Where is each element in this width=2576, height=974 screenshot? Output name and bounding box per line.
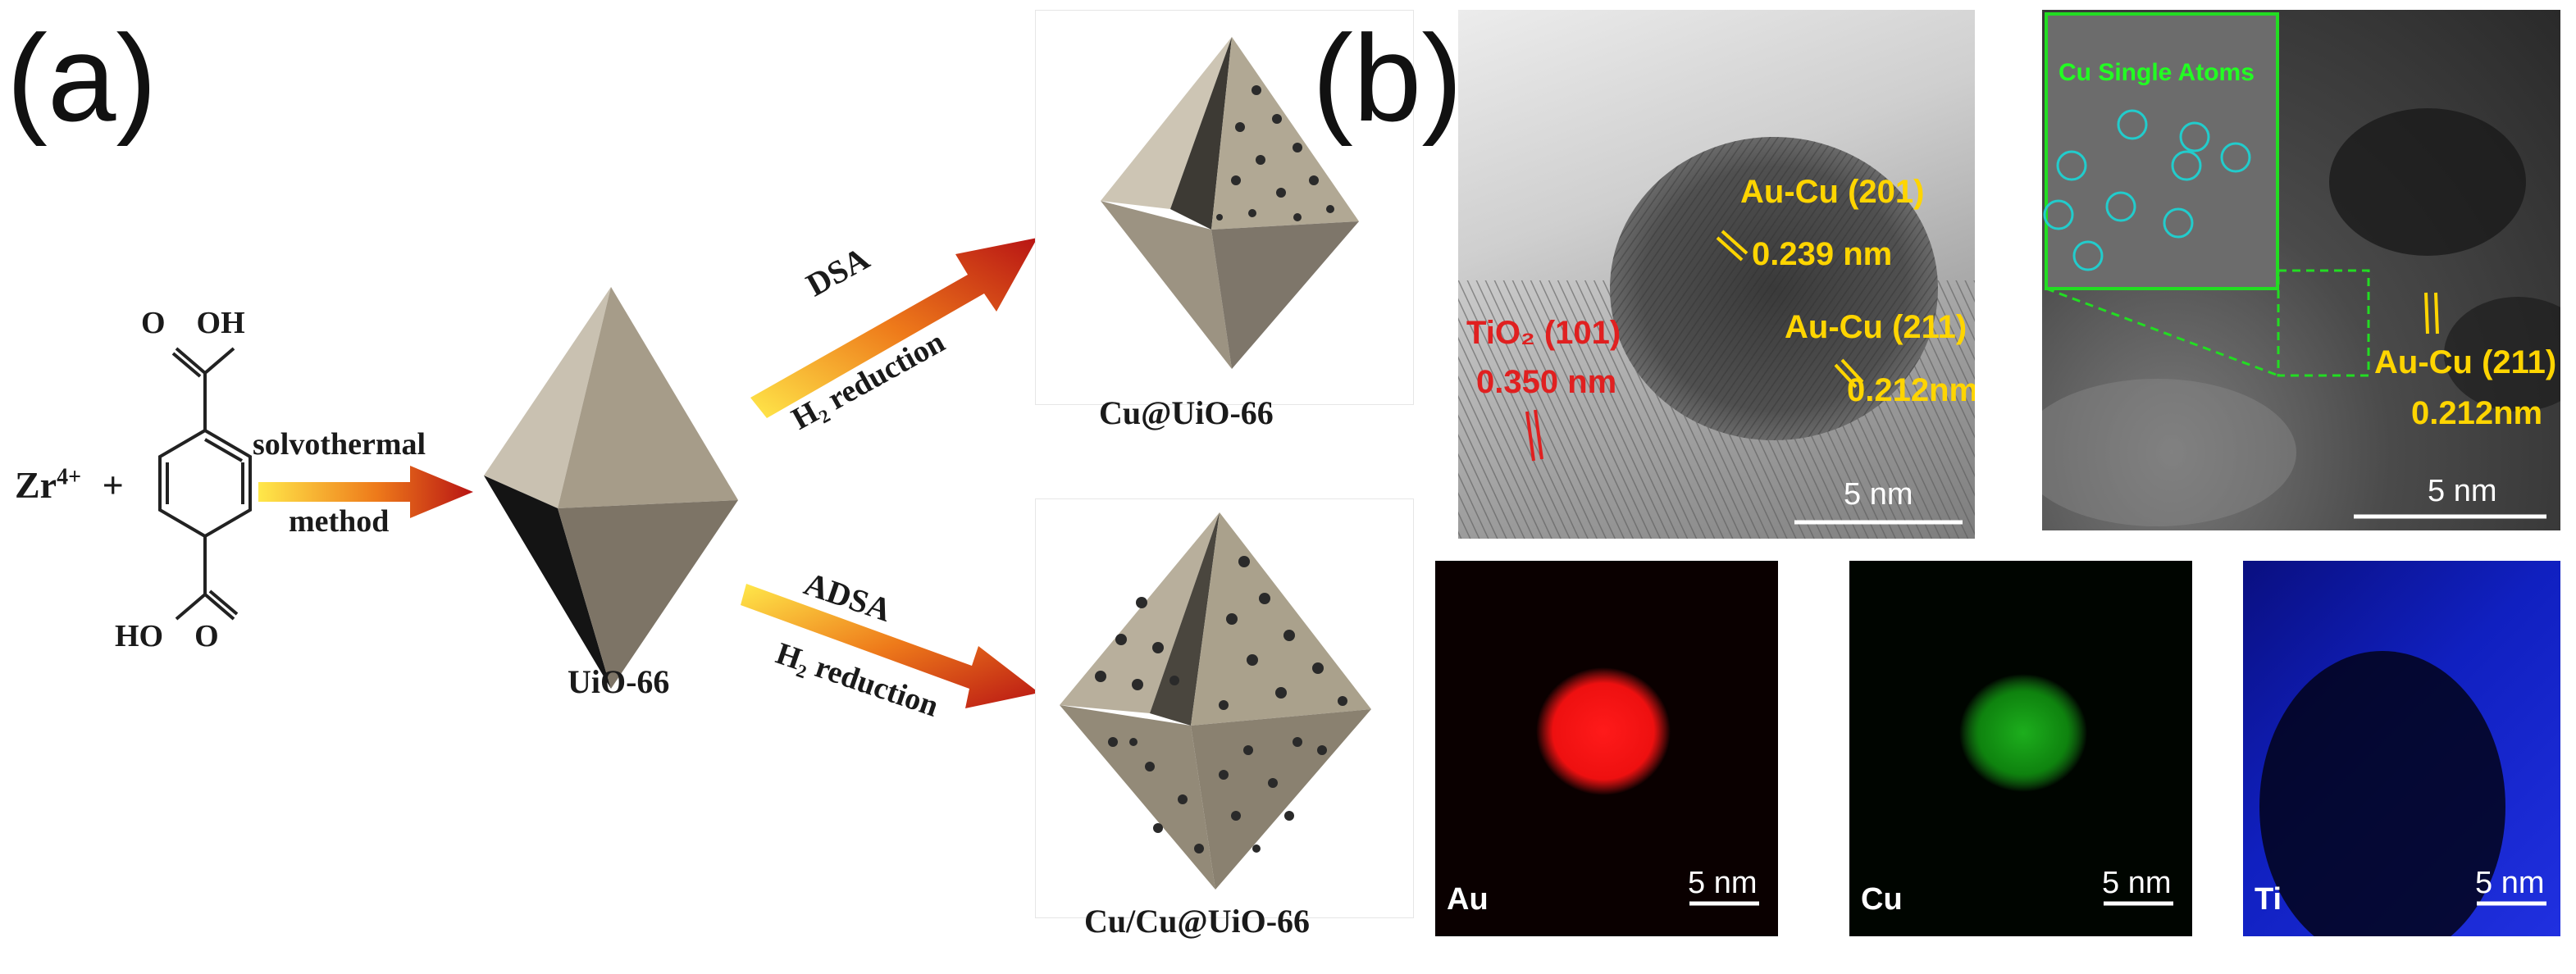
adsa-arrow (741, 584, 1039, 708)
aucu-211-label: Au-Cu (211) (1785, 309, 1967, 345)
aucu-201-spacing: 0.239 nm (1752, 236, 1893, 272)
cu-uio66-octahedron (1101, 37, 1359, 369)
eds-map-ti: Ti 5 nm (2243, 561, 2560, 936)
uio66-label: UiO-66 (568, 663, 670, 700)
cu-map-label: Cu (1861, 882, 1903, 917)
cooh-top-label: O OH (141, 306, 245, 340)
tem2-aucu-211-spacing: 0.212nm (2411, 395, 2543, 431)
tio2-spacing-label: 0.350 nm (1476, 364, 1617, 400)
product-top-label: Cu@UiO-66 (1099, 394, 1274, 431)
ti-map-scale: 5 nm (2475, 866, 2545, 900)
tem2-aucu-211-label: Au-Cu (211) (2374, 344, 2557, 380)
cu-cu-uio66-octahedron (1060, 512, 1371, 890)
tio2-lattice-label: TiO₂ (101) (1466, 315, 1621, 351)
eds-map-au: Au 5 nm (1435, 561, 1778, 936)
plus-sign: + (102, 464, 124, 506)
dsa-arrow (750, 238, 1037, 418)
cooh-bottom-label: HO O (115, 619, 219, 653)
cu-map-scale: 5 nm (2102, 866, 2172, 900)
product-bottom-label: Cu/Cu@UiO-66 (1084, 903, 1311, 940)
aucu-211-spacing: 0.212nm (1847, 372, 1975, 408)
tem-image-1: TiO₂ (101) 0.350 nm Au-Cu (201) 0.239 nm… (1458, 10, 1975, 539)
tem-image-2: Cu Single Atoms Au-Cu (211) 0.212nm 5 nm (2042, 10, 2560, 530)
uio66-octahedron (484, 287, 738, 689)
eds-map-cu: Cu 5 nm (1849, 561, 2192, 936)
panel-a-label: (a) (7, 9, 157, 147)
aucu-201-label: Au-Cu (201) (1740, 174, 1925, 210)
zr-ion-label: Zr4+ + (15, 463, 124, 507)
cu-single-atoms-label: Cu Single Atoms (2059, 59, 2255, 86)
terephthalic-acid-structure (158, 347, 252, 621)
tem2-scale-label: 5 nm (2428, 474, 2497, 508)
zr-charge: 4+ (57, 464, 82, 490)
tem1-scale-label: 5 nm (1844, 477, 1913, 512)
step1-bottom-label: method (289, 504, 390, 539)
step1-top-label: solvothermal (253, 427, 426, 462)
panel-b-label: (b) (1312, 9, 1463, 147)
ti-map-label: Ti (2255, 882, 2282, 917)
zr-symbol: Zr (15, 464, 57, 506)
solvothermal-arrow (258, 466, 473, 518)
au-map-scale: 5 nm (1688, 866, 1758, 900)
au-map-label: Au (1447, 882, 1489, 917)
